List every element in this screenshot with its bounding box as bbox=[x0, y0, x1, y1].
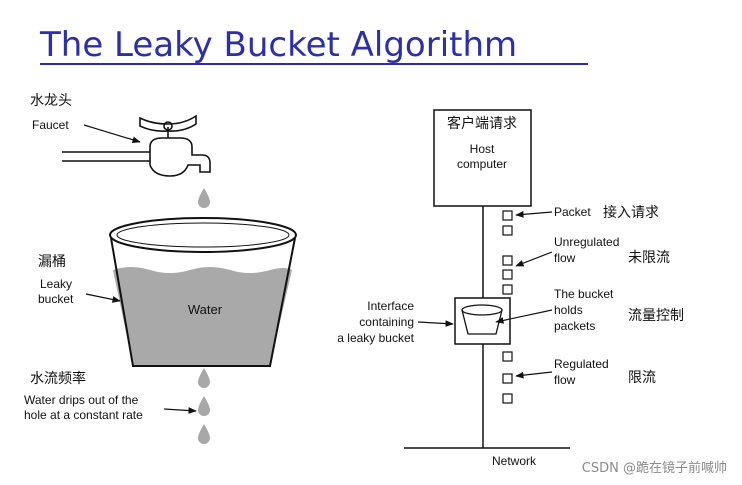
iface-en-label-2: containing bbox=[359, 315, 414, 329]
bucket-en-label-1: Leaky bbox=[40, 277, 72, 291]
reg-arrow bbox=[515, 371, 553, 379]
bucket-rim-inner bbox=[116, 222, 290, 248]
page-title: The Leaky Bucket Algorithm bbox=[39, 25, 517, 65]
packet-icon bbox=[502, 373, 513, 384]
host-computer-box bbox=[433, 109, 532, 207]
iface-arrow bbox=[417, 320, 454, 327]
packet-arrow bbox=[515, 211, 553, 218]
network-section: 客户端请求 Host computer Packet 接入请求 Unregula bbox=[337, 109, 684, 468]
drips bbox=[198, 368, 210, 444]
packet-icon bbox=[502, 210, 513, 221]
faucet-icon bbox=[62, 114, 211, 177]
bucket-en-label-2: bucket bbox=[38, 292, 74, 306]
host-en-label-1: Host bbox=[470, 142, 495, 156]
packet-icon bbox=[502, 225, 513, 236]
drip-en-label-1: Water drips out of the bbox=[24, 393, 139, 407]
bucket-arrow bbox=[85, 293, 121, 303]
bucket-body bbox=[110, 237, 296, 367]
host-en-label-2: computer bbox=[457, 157, 507, 171]
packets bbox=[502, 210, 513, 404]
water-drop-icon bbox=[198, 188, 210, 208]
bucket-section: Water 漏桶 Leaky bucket bbox=[38, 217, 297, 367]
watermark: CSDN @跪在镜子前喊帅 bbox=[582, 460, 727, 476]
packet-icon bbox=[502, 393, 513, 404]
water-fill bbox=[113, 267, 292, 365]
holds-en-label-1: The bucket bbox=[554, 287, 614, 301]
iface-en-label-1: Interface bbox=[367, 299, 414, 313]
holds-arrow bbox=[495, 309, 553, 324]
bucket-cn-label: 漏桶 bbox=[38, 254, 66, 270]
water-drop-icon bbox=[198, 396, 210, 416]
packet-en-label: Packet bbox=[554, 205, 591, 219]
water-drop-icon bbox=[198, 424, 210, 444]
network-label: Network bbox=[492, 454, 537, 468]
packet-icon bbox=[502, 255, 513, 266]
bucket-rim bbox=[109, 217, 297, 253]
drip-en-label-2: hole at a constant rate bbox=[24, 408, 143, 422]
water-label: Water bbox=[188, 302, 223, 317]
faucet-en-label: Faucet bbox=[32, 118, 69, 132]
holds-en-label-3: packets bbox=[554, 319, 595, 333]
unreg-cn-label: 未限流 bbox=[628, 250, 670, 266]
unreg-en-label-1: Unregulated bbox=[554, 235, 619, 249]
packet-icon bbox=[502, 351, 513, 362]
reg-en-label-2: flow bbox=[554, 373, 576, 387]
faucet-arrow bbox=[83, 124, 141, 144]
iface-en-label-3: a leaky bucket bbox=[337, 331, 414, 345]
holds-cn-label: 流量控制 bbox=[628, 308, 684, 324]
packet-icon bbox=[502, 284, 513, 295]
faucet-section: 水龙头 Faucet bbox=[30, 93, 211, 177]
packet-cn-label: 接入请求 bbox=[603, 204, 659, 221]
drip-arrow bbox=[163, 407, 197, 414]
packet-icon bbox=[502, 269, 513, 280]
holds-en-label-2: holds bbox=[554, 303, 583, 317]
reg-cn-label: 限流 bbox=[628, 370, 656, 386]
faucet-cn-label: 水龙头 bbox=[30, 93, 72, 109]
host-cn-label: 客户端请求 bbox=[447, 115, 517, 132]
drip-cn-label: 水流频率 bbox=[30, 370, 86, 387]
water-drop-icon bbox=[198, 368, 210, 388]
unreg-arrow bbox=[515, 251, 553, 267]
unreg-en-label-2: flow bbox=[554, 251, 576, 265]
reg-en-label-1: Regulated bbox=[554, 357, 609, 371]
